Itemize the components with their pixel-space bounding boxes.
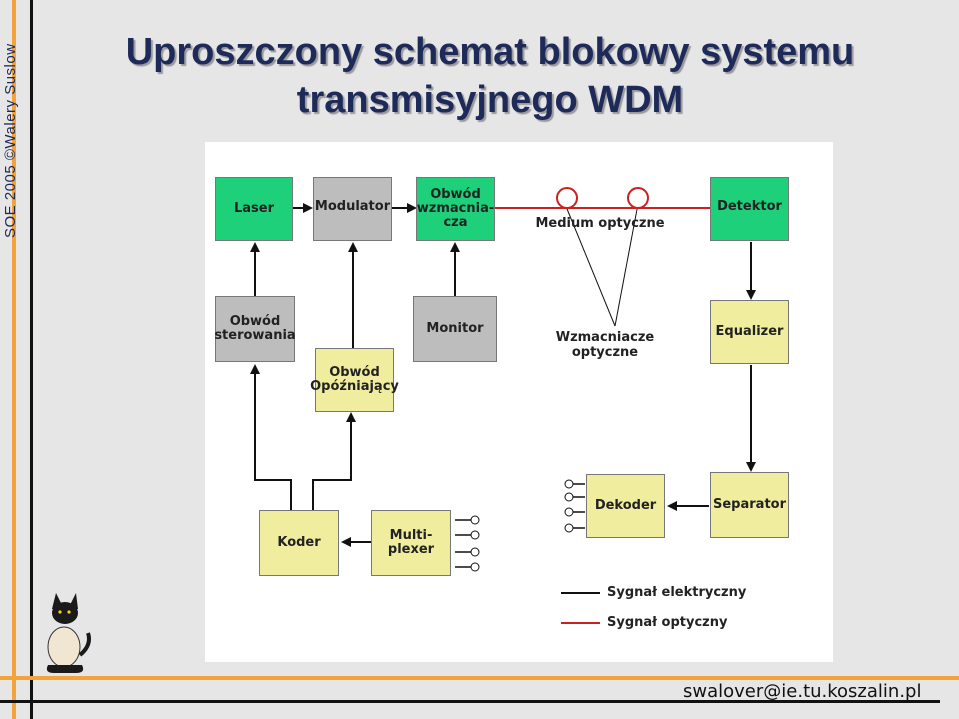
vertical-credit: SOE 2005 ©Walery Suslow (2, 43, 19, 238)
detector-block: Detektor (710, 177, 789, 241)
arrow-coder-control (250, 364, 292, 510)
diagram-connections (250, 187, 756, 624)
legend-optical-label: Sygnał optyczny (607, 615, 728, 630)
separator-block: Separator (710, 472, 789, 538)
equalizer-block: Equalizer (710, 300, 789, 364)
mux-line-2: plexer (387, 542, 435, 557)
mux-line-1: Multi- (389, 528, 433, 543)
ster-line-2: sterowania (214, 328, 296, 343)
amp-pointer-right (614, 203, 639, 327)
cat-icon (46, 593, 91, 673)
multiplexer-block: Multi- plexer (371, 510, 451, 576)
optical-amplifier-1 (556, 187, 578, 209)
wzm-line-1: Wzmacniacze (555, 330, 655, 345)
footer-email: swalover@ie.tu.koszalin.pl (683, 681, 922, 702)
medium-label: Medium optyczne (535, 216, 665, 231)
amp-line-2: wzmacnia- (416, 201, 495, 216)
left-black-line (30, 0, 33, 719)
amplifier-circuit-block: Obwód wzmacnia- cza (416, 177, 495, 241)
block-diagram: Laser Modulator Obwód wzmacnia- cza Dete… (205, 142, 833, 662)
bottom-orange-line (0, 676, 959, 680)
optical-amplifier-2 (627, 187, 649, 209)
slide-title: Uproszczony schemat blokowy systemu tran… (60, 28, 920, 124)
title-line-1: Uproszczony schemat blokowy systemu (125, 31, 855, 73)
bottom-black-line (0, 700, 940, 703)
coder-block: Koder (259, 510, 339, 576)
amp-line-3: cza (443, 215, 468, 230)
optical-amplifiers-label: Wzmacniacze optyczne (545, 330, 665, 360)
decoder-block: Dekoder (586, 474, 665, 538)
arrow-coder-delay (312, 412, 356, 510)
opoz-line-1: Obwód (329, 365, 380, 380)
left-orange-line (12, 0, 16, 719)
control-circuit-block: Obwód sterowania (214, 296, 296, 362)
modulator-block: Modulator (313, 177, 392, 241)
monitor-block: Monitor (413, 296, 497, 362)
wzm-line-2: optyczne (571, 345, 639, 360)
amp-line-1: Obwód (430, 187, 481, 202)
legend-electrical-label: Sygnał elektryczny (607, 585, 747, 600)
delay-circuit-block: Obwód Opóźniający (310, 348, 399, 412)
amp-pointer-left (564, 203, 616, 327)
title-line-2: transmisyjnego WDM (296, 79, 684, 121)
ster-line-1: Obwód (229, 314, 281, 329)
laser-block: Laser (215, 177, 293, 241)
opoz-line-2: Opóźniający (310, 379, 399, 394)
